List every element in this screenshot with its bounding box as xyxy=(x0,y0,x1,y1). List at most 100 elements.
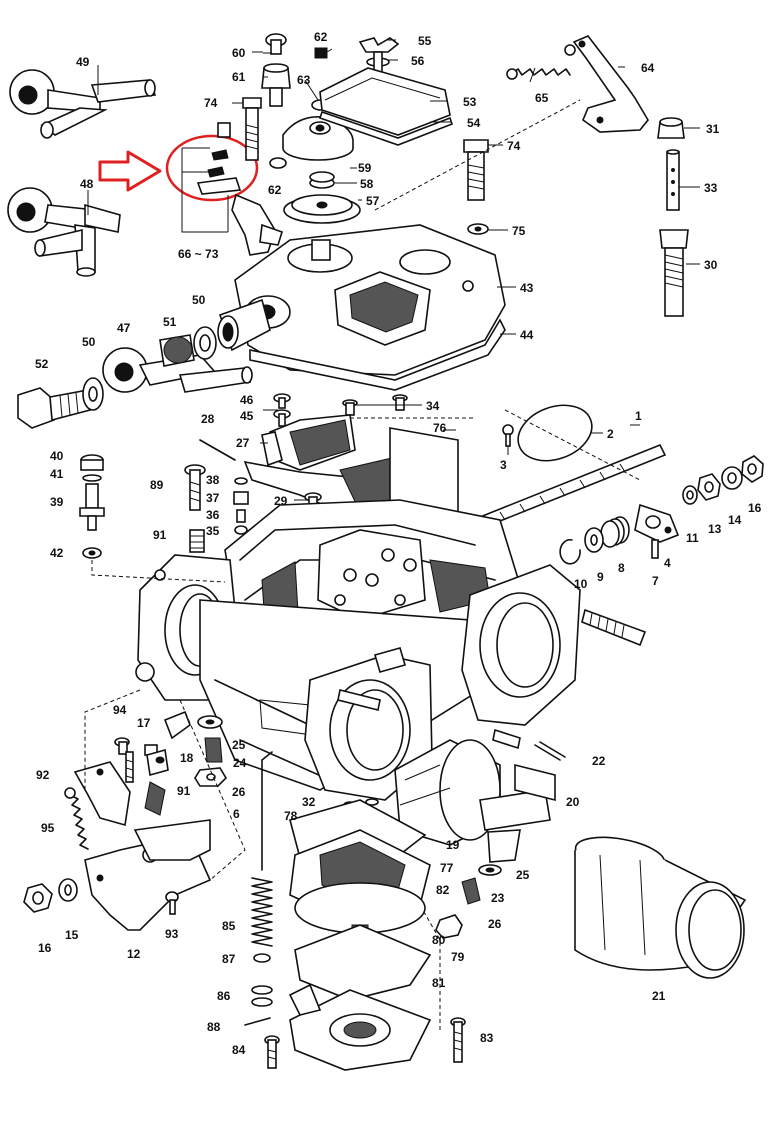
part-87-washer xyxy=(253,953,271,963)
part-86-washers xyxy=(251,985,273,1007)
label-50-left: 50 xyxy=(82,335,96,349)
part-62-nut-top xyxy=(314,47,328,59)
label-77: 77 xyxy=(440,861,454,875)
group-bracket-66-73: 66 ~ 73 xyxy=(178,147,229,261)
label-95: 95 xyxy=(41,821,55,835)
label-91-lower: 91 xyxy=(177,784,191,798)
part-7-pin xyxy=(651,539,659,559)
label-59: 59 xyxy=(358,161,372,175)
label-6: 6 xyxy=(233,807,240,821)
label-26-right: 26 xyxy=(488,917,502,931)
label-94: 94 xyxy=(113,703,127,717)
label-26-left: 26 xyxy=(232,785,246,799)
right-stud xyxy=(581,608,647,647)
label-14: 14 xyxy=(728,513,742,527)
label-12: 12 xyxy=(127,947,141,961)
part-38-spring xyxy=(234,477,248,485)
red-circle xyxy=(165,134,259,202)
label-23: 23 xyxy=(491,891,505,905)
label-10: 10 xyxy=(574,577,588,591)
label-43: 43 xyxy=(520,281,534,295)
label-74-left: 74 xyxy=(204,96,218,110)
part-26-nut-left xyxy=(194,767,228,787)
part-37-nut xyxy=(233,491,249,505)
label-25-left: 25 xyxy=(232,738,246,752)
label-92: 92 xyxy=(36,768,50,782)
label-29: 29 xyxy=(274,494,288,508)
label-33: 33 xyxy=(704,181,718,195)
part-65-spring xyxy=(506,44,576,80)
label-15: 15 xyxy=(65,928,79,942)
label-13: 13 xyxy=(708,522,722,536)
part-57-diaphragm xyxy=(283,194,361,224)
part-33-jet xyxy=(666,149,680,211)
label-28: 28 xyxy=(201,412,215,426)
part-92-bracket xyxy=(73,761,131,827)
part-45-screw xyxy=(273,409,291,427)
label-65: 65 xyxy=(535,91,549,105)
part-50-washer-left xyxy=(82,377,104,411)
label-44: 44 xyxy=(520,328,534,342)
part-23-screw xyxy=(461,877,481,905)
part-89-screw xyxy=(184,464,206,511)
part-58-spring xyxy=(309,171,335,189)
part-46-screw xyxy=(273,393,291,409)
label-82: 82 xyxy=(436,883,450,897)
label-37: 37 xyxy=(206,491,220,505)
part-9-washer xyxy=(584,527,604,553)
part-61-nut xyxy=(261,63,291,107)
label-7: 7 xyxy=(652,574,659,588)
part-4-lever xyxy=(634,503,680,543)
label-49: 49 xyxy=(76,55,90,69)
part-43-float-chamber-cover xyxy=(217,224,506,376)
parts-66-73-group xyxy=(196,122,283,256)
part-47-banjo xyxy=(102,347,253,393)
label-20: 20 xyxy=(566,795,580,809)
main-carburetor-body xyxy=(135,499,581,801)
label-48: 48 xyxy=(80,177,94,191)
part-39-valve xyxy=(79,483,105,531)
label-1: 1 xyxy=(635,409,642,423)
label-80: 80 xyxy=(432,933,446,947)
label-87: 87 xyxy=(222,952,236,966)
part-88-clip xyxy=(244,1017,271,1026)
part-36-jet xyxy=(236,509,246,523)
label-91-top: 91 xyxy=(153,528,167,542)
leader-lines xyxy=(87,39,700,501)
part-8-spring xyxy=(600,516,630,548)
part-74-bolt-right xyxy=(463,139,489,201)
part-6-rod xyxy=(261,751,273,871)
label-56: 56 xyxy=(411,54,425,68)
part-52-banjo-bolt xyxy=(17,387,91,429)
part-95-spring xyxy=(64,787,89,850)
label-83: 83 xyxy=(480,1031,494,1045)
part-18-lever xyxy=(163,710,191,740)
part-53-air-cover xyxy=(319,67,451,136)
label-93: 93 xyxy=(165,927,179,941)
part-3-screw xyxy=(502,424,514,447)
part-55-wing-nut xyxy=(358,37,400,53)
label-75: 75 xyxy=(512,224,526,238)
group-bracket-label: 66 ~ 73 xyxy=(178,247,219,261)
part-11-washer xyxy=(682,485,698,505)
label-30: 30 xyxy=(704,258,718,272)
label-18: 18 xyxy=(180,751,194,765)
part-40-plug xyxy=(80,454,104,471)
part-84-screw xyxy=(264,1035,280,1069)
label-2: 2 xyxy=(607,427,614,441)
label-76: 76 xyxy=(433,421,447,435)
label-40: 40 xyxy=(50,449,64,463)
label-31: 31 xyxy=(706,122,720,136)
part-24-screw xyxy=(204,737,223,763)
part-16-nut-left xyxy=(23,883,53,913)
part-41-washer xyxy=(82,474,102,482)
label-17: 17 xyxy=(137,716,151,730)
part-51-filter xyxy=(159,334,195,367)
part-44-cover-gasket xyxy=(249,318,506,391)
part-54-gasket xyxy=(318,110,453,146)
label-16-right: 16 xyxy=(748,501,762,515)
label-55: 55 xyxy=(418,34,432,48)
highlight-annotation xyxy=(98,134,259,202)
label-41: 41 xyxy=(50,467,64,481)
label-81: 81 xyxy=(432,976,446,990)
